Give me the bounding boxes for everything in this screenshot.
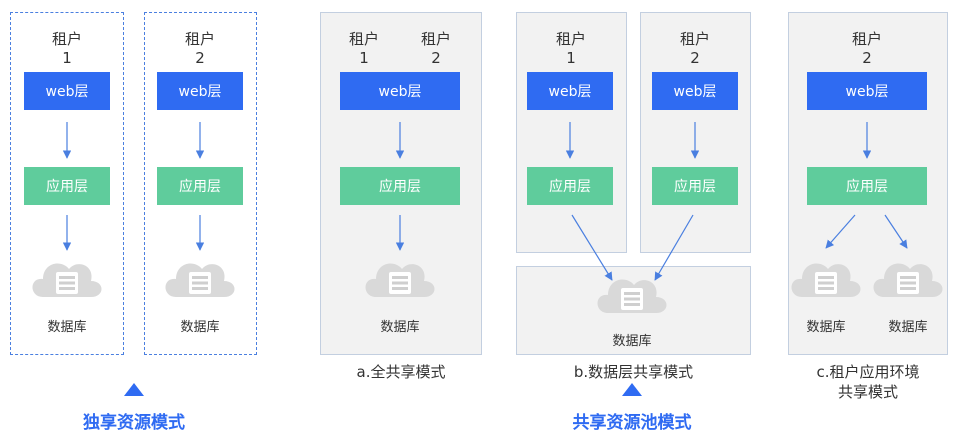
data-share-tenant-1-panel <box>516 12 627 253</box>
database-label: 数据库 <box>888 320 928 335</box>
app-layer-box: 应用层 <box>157 167 243 205</box>
exclusive-group-triangle-icon <box>124 383 144 396</box>
web-layer-box: web层 <box>24 72 110 110</box>
database-icon <box>597 279 667 313</box>
exclusive-tenant-2-panel <box>144 12 257 355</box>
database-label: 数据库 <box>180 320 220 335</box>
exclusive-resource-mode-title: 独享资源模式 <box>83 413 185 433</box>
app-layer-box: 应用层 <box>652 167 738 205</box>
web-layer-box: web层 <box>527 72 613 110</box>
database-icon <box>165 263 235 297</box>
caption-data-layer-share: b.数据层共享模式 <box>573 363 694 381</box>
database-label: 数据库 <box>380 320 420 335</box>
database-label: 数据库 <box>47 320 87 335</box>
app-layer-box: 应用层 <box>527 167 613 205</box>
web-layer-box: web层 <box>157 72 243 110</box>
web-layer-box: web层 <box>652 72 738 110</box>
database-label: 数据库 <box>806 320 846 335</box>
app-layer-box: 应用层 <box>24 167 110 205</box>
app-layer-box: 应用层 <box>340 167 460 205</box>
database-icon <box>365 263 435 297</box>
database-icon <box>32 263 102 297</box>
caption-app-env-share-line2: 共享模式 <box>837 383 898 401</box>
web-layer-box: web层 <box>807 72 927 110</box>
caption-full-share: a.全共享模式 <box>356 363 446 381</box>
arrow <box>884 214 908 249</box>
database-icon <box>791 263 861 297</box>
app-layer-box: 应用层 <box>807 167 927 205</box>
arrow <box>825 214 856 249</box>
database-icon <box>873 263 943 297</box>
web-layer-box: web层 <box>340 72 460 110</box>
shared-resource-pool-mode-title: 共享资源池模式 <box>572 413 692 433</box>
arrow <box>571 214 613 281</box>
database-label: 数据库 <box>612 334 652 349</box>
caption-app-env-share-line1: c.租户应用环境 <box>816 363 920 381</box>
shared-group-triangle-icon <box>622 383 642 396</box>
exclusive-tenant-1-panel <box>10 12 124 355</box>
arrow <box>654 214 694 281</box>
